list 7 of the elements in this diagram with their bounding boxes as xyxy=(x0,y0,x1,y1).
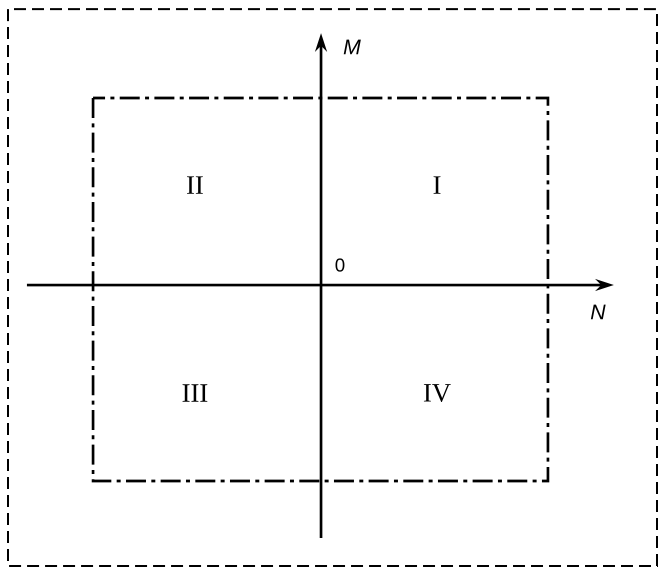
quadrant-label: III xyxy=(182,384,208,402)
axis-label: M xyxy=(344,40,361,54)
quadrant-label: IV xyxy=(424,384,451,402)
origin-label: 0 xyxy=(336,258,344,272)
quadrant-label: II xyxy=(187,176,203,194)
quadrant-label: I xyxy=(434,176,441,194)
axis-label: N xyxy=(590,304,606,320)
